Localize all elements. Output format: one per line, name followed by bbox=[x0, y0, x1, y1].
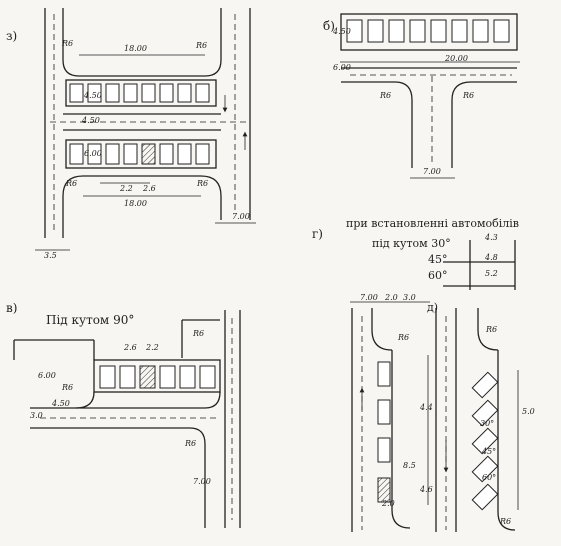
panel-a-height-1: 4.50 bbox=[84, 91, 102, 100]
panel-c-height-3: 3.0 bbox=[30, 411, 43, 420]
panel-c-radius-3: R6 bbox=[185, 439, 197, 448]
panel-d-vert-4: 5.0 bbox=[522, 407, 535, 416]
panel-d-angle-value-1: 4.8 bbox=[485, 253, 498, 262]
panel-d-angle-value-0: 4.3 bbox=[485, 233, 498, 242]
panel-a-radius-2: R6 bbox=[196, 41, 208, 50]
panel-c-dim-2: 2.2 bbox=[146, 343, 159, 352]
panel-c-label: в) bbox=[6, 301, 18, 315]
panel-b-stalls bbox=[346, 19, 510, 43]
panel-d-road: 7.00 bbox=[360, 293, 378, 302]
panel-c-height-1: 6.00 bbox=[38, 371, 56, 380]
panel-b-height-1: 4.50 bbox=[333, 27, 351, 36]
panel-c-geometry bbox=[13, 310, 241, 528]
panel-c-title: Під кутом 90° bbox=[46, 313, 135, 327]
panel-d-dimensions bbox=[350, 301, 519, 510]
panel-d-span-1: 2.0 bbox=[385, 293, 398, 302]
panel-a-radius-3: R6 bbox=[66, 179, 78, 188]
panel-b-label: б) bbox=[323, 19, 335, 33]
panel-d-vert-5: 2.0 bbox=[382, 499, 395, 508]
panel-c-road: 7.00 bbox=[193, 477, 211, 486]
panel-d-radius-1: R6 bbox=[398, 333, 410, 342]
panel-d-title: при встановленні автомобілів bbox=[346, 217, 519, 230]
panel-d-angle-2: 60° bbox=[482, 473, 497, 482]
panel-b-geometry bbox=[340, 13, 518, 168]
panel-a-label: з) bbox=[6, 29, 18, 43]
panel-b-dimensions bbox=[340, 61, 520, 179]
panel-a-dimensions bbox=[35, 54, 256, 251]
panel-a-radius-4: R6 bbox=[197, 179, 209, 188]
panel-c-height-2: 4.50 bbox=[52, 399, 70, 408]
panel-d-vert-3: 4.6 bbox=[420, 485, 433, 494]
panel-c-stalls bbox=[99, 365, 216, 389]
panel-a-lane-b: 3.5 bbox=[44, 251, 57, 260]
panel-b-radius-1: R6 bbox=[380, 91, 392, 100]
panel-d-span-2: 3.0 bbox=[403, 293, 416, 302]
panel-d-angle-label-0: під кутом 30° bbox=[372, 237, 451, 250]
panel-c-radius-1: R6 bbox=[193, 329, 205, 338]
panel-b-length: 20.00 bbox=[445, 54, 468, 63]
panel-d-radius-3: R6 bbox=[500, 517, 512, 526]
panel-d-stalls bbox=[377, 361, 499, 511]
panel-c-radius-2: R6 bbox=[62, 383, 74, 392]
panel-a-geometry bbox=[44, 8, 251, 238]
panel-d-angle-1: 45° bbox=[482, 447, 497, 456]
panel-d-label: г) bbox=[312, 227, 323, 241]
panel-a-stalls bbox=[69, 83, 210, 165]
panel-a-gap: 4.50 bbox=[82, 116, 100, 125]
panel-a-height-2: 6.00 bbox=[84, 149, 102, 158]
panel-b-height-2: 6.00 bbox=[333, 63, 351, 72]
panel-a-lane-r: 7.00 bbox=[232, 212, 250, 221]
panel-b-road: 7.00 bbox=[423, 167, 441, 176]
panel-d-vert-1: 4.4 bbox=[420, 403, 433, 412]
panel-d-sub-label: д) bbox=[427, 301, 439, 314]
panel-a-top-length: 18.00 bbox=[124, 44, 147, 53]
panel-d-angle-0: 30° bbox=[480, 419, 495, 428]
panel-d-geometry bbox=[351, 240, 516, 532]
panel-c-dim-1: 2.6 bbox=[124, 343, 137, 352]
panel-a-bottom-length: 18.00 bbox=[124, 199, 147, 208]
panel-d-angle-label-1: 45° bbox=[428, 253, 448, 266]
panel-a-width-1: 2.2 bbox=[120, 184, 133, 193]
panel-b-radius-2: R6 bbox=[463, 91, 475, 100]
panel-a-width-2: 2.6 bbox=[143, 184, 156, 193]
panel-d-vert-2: 8.5 bbox=[403, 461, 416, 470]
panel-a-radius-1: R6 bbox=[62, 39, 74, 48]
panel-d-radius-2: R6 bbox=[486, 325, 498, 334]
panel-d-angle-value-2: 5.2 bbox=[485, 269, 498, 278]
panel-d-angle-label-2: 60° bbox=[428, 269, 448, 282]
